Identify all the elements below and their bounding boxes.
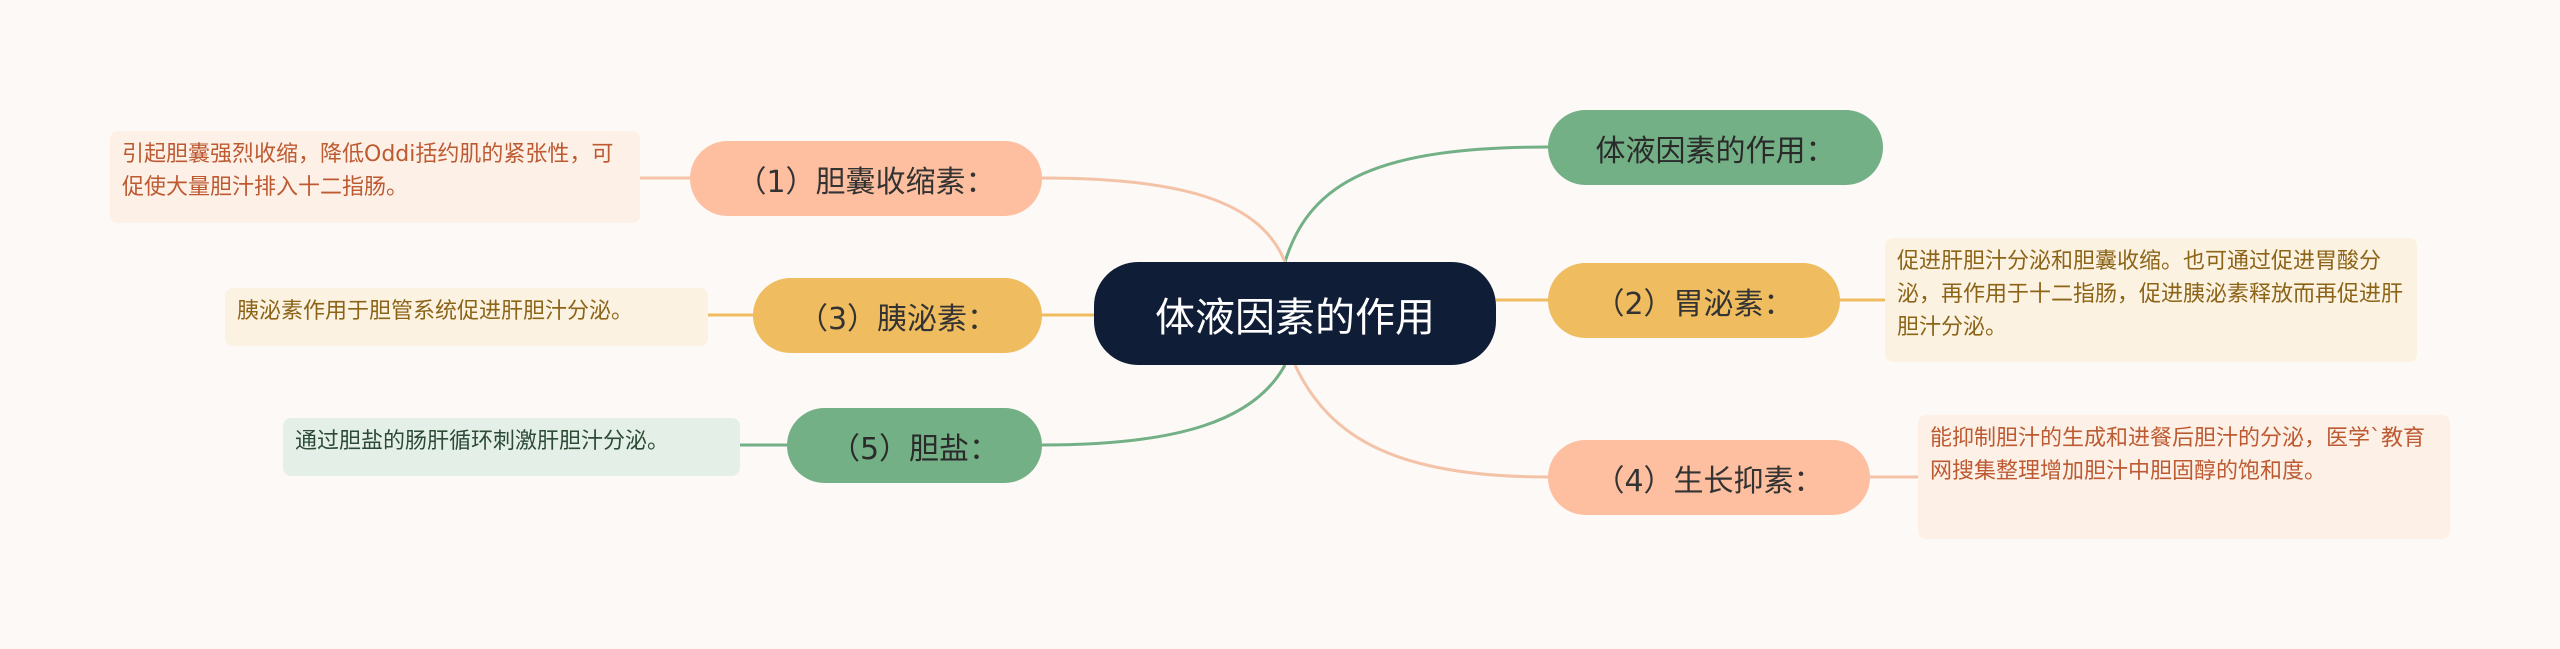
note-gastrin[interactable]: 促进肝胆汁分泌和胆囊收缩。也可通过促进胃酸分泌，再作用于十二指肠，促进胰泌素释放… — [1885, 238, 2417, 362]
branch-label: 体液因素的作用： — [1595, 133, 1836, 169]
note-text: 胰泌素作用于胆管系统促进肝胆汁分泌。 — [237, 299, 634, 324]
note-cck[interactable]: 引起胆囊强烈收缩，降低Oddi括约肌的紧张性，可促使大量胆汁排入十二指肠。 — [110, 131, 640, 223]
link-root-b0 — [1283, 145, 1549, 263]
note-text: 引起胆囊强烈收缩，降低Oddi括约肌的紧张性，可促使大量胆汁排入十二指肠。 — [122, 142, 614, 200]
branch-topic-somatostatin[interactable]: （4）生长抑素： — [1548, 440, 1870, 515]
note-secretin[interactable]: 胰泌素作用于胆管系统促进肝胆汁分泌。 — [225, 288, 708, 346]
branch-label: （4）生长抑素： — [1594, 463, 1824, 499]
note-bile-salt[interactable]: 通过胆盐的肠肝循环刺激肝胆汁分泌。 — [283, 418, 740, 476]
branch-topic-cck[interactable]: （1）胆囊收缩素： — [690, 141, 1042, 216]
root-topic-label: 体液因素的作用 — [1155, 294, 1435, 341]
note-text: 能抑制胆汁的生成和进餐后胆汁的分泌，医学`教育网搜集整理增加胆汁中胆固醇的饱和度… — [1930, 426, 2426, 484]
link-root-b1 — [1041, 176, 1287, 263]
branch-topic-bile-salt[interactable]: （5）胆盐： — [787, 408, 1042, 483]
branch-topic-secretin[interactable]: （3）胰泌素： — [753, 278, 1042, 353]
branch-topic-gastrin[interactable]: （2）胃泌素： — [1548, 263, 1840, 338]
branch-label: （5）胆盐： — [829, 431, 1000, 467]
branch-topic-humoral[interactable]: 体液因素的作用： — [1548, 110, 1883, 185]
link-root-b5 — [1041, 364, 1287, 447]
note-somatostatin[interactable]: 能抑制胆汁的生成和进餐后胆汁的分泌，医学`教育网搜集整理增加胆汁中胆固醇的饱和度… — [1918, 415, 2450, 539]
note-text: 促进肝胆汁分泌和胆囊收缩。也可通过促进胃酸分泌，再作用于十二指肠，促进胰泌素释放… — [1897, 249, 2404, 340]
branch-label: （2）胃泌素： — [1594, 286, 1794, 322]
branch-label: （3）胰泌素： — [797, 301, 998, 337]
note-text: 通过胆盐的肠肝循环刺激肝胆汁分泌。 — [295, 429, 670, 454]
branch-label: （1）胆囊收缩素： — [736, 164, 996, 200]
link-root-b4 — [1293, 364, 1549, 479]
root-topic[interactable]: 体液因素的作用 — [1094, 262, 1496, 365]
